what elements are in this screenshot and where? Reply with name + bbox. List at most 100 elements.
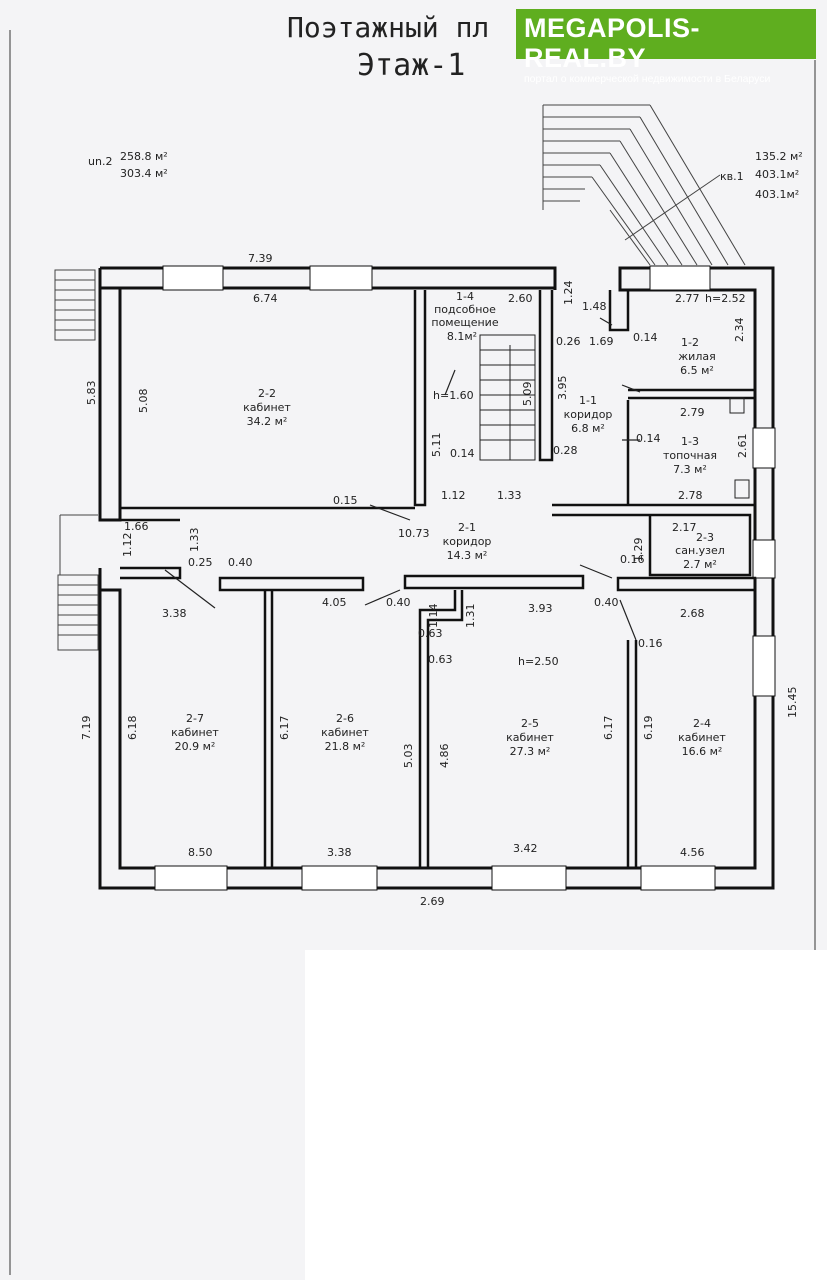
room-2-4-id: 2-4 <box>693 717 711 730</box>
height-label-1-2: h=2.52 <box>705 292 746 305</box>
room-1-1-area: 6.8 м² <box>571 422 605 435</box>
height-label-1-4: h=1.60 <box>433 389 474 402</box>
watermark-tagline: портал о коммерческой недвижимости в Бел… <box>524 73 771 85</box>
room-1-4-name-line2: помещение <box>431 316 498 329</box>
dimension-label: 2.68 <box>680 607 705 620</box>
fixtures <box>729 397 750 499</box>
blank-area <box>305 950 827 1280</box>
summary-right-value1: 135.2 м² <box>755 150 803 163</box>
summary-right-value3: 403.1м² <box>755 188 799 201</box>
dimension-label: 5.83 <box>85 381 98 406</box>
dimension-label: 3.38 <box>327 846 352 859</box>
dimension-label: 2.77 <box>675 292 700 305</box>
dimension-label: 6.17 <box>278 716 291 741</box>
dimension-label: 2.60 <box>508 292 533 305</box>
room-1-2-area: 6.5 м² <box>680 364 714 377</box>
dimension-label: 5.11 <box>430 433 443 458</box>
dimension-label: 0.25 <box>188 556 213 569</box>
interior-walls <box>120 290 757 868</box>
interior-stair <box>479 334 536 461</box>
room-1-3-area: 7.3 м² <box>673 463 707 476</box>
room-2-1-area: 14.3 м² <box>447 549 488 562</box>
summary-right-value2: 403.1м² <box>755 168 799 181</box>
dimension-label: 6.74 <box>253 292 278 305</box>
dimension-label: 1.12 <box>121 533 134 558</box>
dimension-label: 6.19 <box>642 716 655 741</box>
dimension-label: 1.66 <box>124 520 149 533</box>
room-2-3-area: 2.7 м² <box>683 558 717 571</box>
dimension-label: 0.16 <box>620 553 645 566</box>
dimension-label: 3.38 <box>162 607 187 620</box>
dimension-label: 1.14 <box>427 604 440 629</box>
dimension-label: 0.14 <box>633 331 658 344</box>
dimension-label: 1.31 <box>464 604 477 629</box>
dimension-label: 4.05 <box>322 596 347 609</box>
dimension-label: 2.79 <box>680 406 705 419</box>
plan-title: Поэтажный пл <box>287 11 489 44</box>
dimension-label: 15.45 <box>786 687 799 719</box>
room-2-3-id: 2-3 <box>696 531 714 544</box>
summary-left-value1: 258.8 м² <box>120 150 168 163</box>
room-1-4-id: 1-4 <box>456 290 474 303</box>
dimension-label: 0.63 <box>418 627 443 640</box>
room-1-3-name: топочная <box>663 449 717 462</box>
dimension-label: 1.48 <box>582 300 607 313</box>
room-2-2-area: 34.2 м² <box>247 415 288 428</box>
dimension-label: 2.69 <box>420 895 445 908</box>
room-2-5-area: 27.3 м² <box>510 745 551 758</box>
room-2-2-name: кабинет <box>243 401 291 414</box>
dimension-label: 0.40 <box>386 596 411 609</box>
room-1-2-name: жилая <box>678 350 715 363</box>
summary-left-value2: 303.4 м² <box>120 167 168 180</box>
dimension-label: 2.61 <box>736 434 749 459</box>
dimension-label: 0.26 <box>556 335 581 348</box>
room-1-1-name: коридор <box>564 408 613 421</box>
room-2-7-name: кабинет <box>171 726 219 739</box>
dimension-label: 0.40 <box>228 556 253 569</box>
room-2-3-name: сан.узел <box>675 544 725 557</box>
room-1-2-id: 1-2 <box>681 336 699 349</box>
megapolis-watermark[interactable]: MEGAPOLIS-REAL.BY портал о коммерческой … <box>516 9 816 85</box>
dimension-label: 0.14 <box>450 447 475 460</box>
room-2-6-id: 2-6 <box>336 712 354 725</box>
dimension-label: 4.86 <box>438 744 451 769</box>
room-2-5-name: кабинет <box>506 731 554 744</box>
room-2-7-area: 20.9 м² <box>175 740 216 753</box>
summary-left-label: un.2 <box>88 155 112 168</box>
dimension-label: 3.42 <box>513 842 538 855</box>
room-1-4-area: 8.1м² <box>447 330 477 343</box>
room-2-2-id: 2-2 <box>258 387 276 400</box>
summary-right-label: кв.1 <box>720 170 744 183</box>
room-1-4-name-line1: подсобное <box>434 303 496 316</box>
dimension-label: 4.56 <box>680 846 705 859</box>
dimension-label: 1.12 <box>441 489 466 502</box>
dimension-label: 6.17 <box>602 716 615 741</box>
dimension-label: 2.78 <box>678 489 703 502</box>
dimension-label: 5.08 <box>137 389 150 414</box>
room-2-7-id: 2-7 <box>186 712 204 725</box>
room-2-4-name: кабинет <box>678 731 726 744</box>
dimension-label: 3.93 <box>528 602 553 615</box>
room-2-6-name: кабинет <box>321 726 369 739</box>
height-label-2-5: h=2.50 <box>518 655 559 668</box>
entrance-stairs-left <box>54 269 99 651</box>
doors <box>164 317 641 641</box>
dimension-label: 5.09 <box>521 382 534 407</box>
dimension-label: 0.14 <box>636 432 661 445</box>
dimension-label: 2.34 <box>733 318 746 343</box>
room-2-1-id: 2-1 <box>458 521 476 534</box>
dimension-label: 3.95 <box>556 376 569 401</box>
room-2-6-area: 21.8 м² <box>325 740 366 753</box>
dimension-label: 1.69 <box>589 335 614 348</box>
dimension-label: 1.29 <box>632 538 645 563</box>
dimension-label: 2.17 <box>672 521 697 534</box>
dimension-label: 10.73 <box>398 527 430 540</box>
room-2-1-name: коридор <box>443 535 492 548</box>
dimension-label: 1.24 <box>562 281 575 306</box>
dimension-label: 6.18 <box>126 716 139 741</box>
dimension-label: 0.63 <box>428 653 453 666</box>
room-1-1-id: 1-1 <box>579 394 597 407</box>
entrance-stairs-top <box>542 104 746 266</box>
dimension-label: 1.33 <box>188 528 201 553</box>
